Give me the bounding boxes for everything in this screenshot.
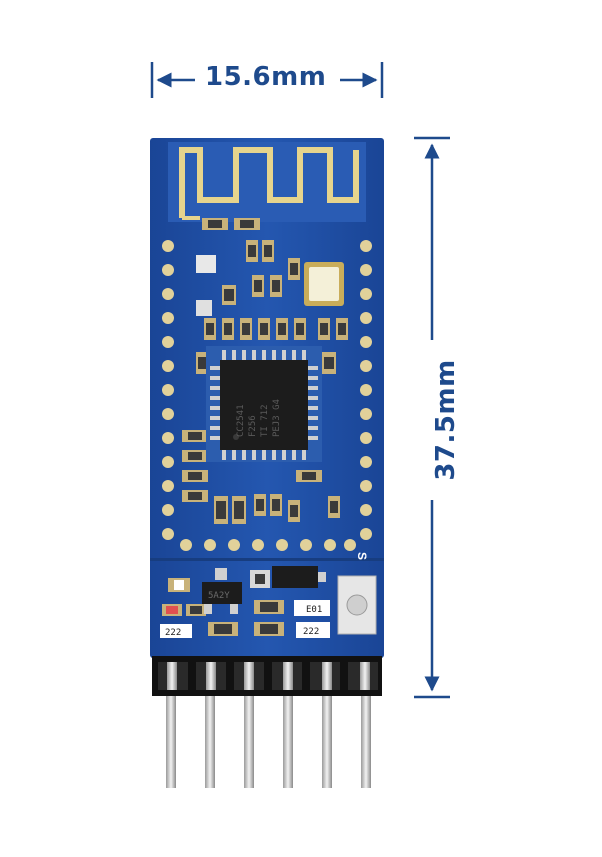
passive-components xyxy=(182,218,348,524)
width-dimension xyxy=(150,62,384,98)
resistor-label-a: 222 xyxy=(165,628,181,638)
crystal-oscillator xyxy=(304,262,344,306)
resistor-label-c: E01 xyxy=(306,605,322,615)
height-dimension-label: 37.5mm xyxy=(431,359,461,481)
led-component xyxy=(196,255,216,273)
width-dimension-label: 15.6mm xyxy=(205,62,327,92)
left-castellated-pads xyxy=(162,240,174,540)
height-dimension xyxy=(414,136,450,699)
bottom-castellated-pads xyxy=(180,539,356,551)
resistor-label-b: 222 xyxy=(303,627,319,637)
right-castellated-pads xyxy=(360,240,372,540)
cc2541-chip: CC2541 F256 TI 712 PEJ3 G4 xyxy=(206,346,322,462)
chip-marking-2: F256 xyxy=(248,415,258,437)
chip-marking-3: TI 712 xyxy=(260,404,270,437)
header-pins xyxy=(166,690,371,788)
base-components: 222 5A2Y E01 222 xyxy=(160,566,377,638)
small-component xyxy=(196,300,212,316)
chip-marking-4: PEJ3 G4 xyxy=(272,399,282,437)
transistor-label: 5A2Y xyxy=(208,591,230,601)
chip-marking-1: CC2541 xyxy=(236,404,246,437)
header-plastic xyxy=(152,656,382,696)
s-silkscreen: S xyxy=(355,552,369,560)
antenna-trace xyxy=(168,142,366,222)
